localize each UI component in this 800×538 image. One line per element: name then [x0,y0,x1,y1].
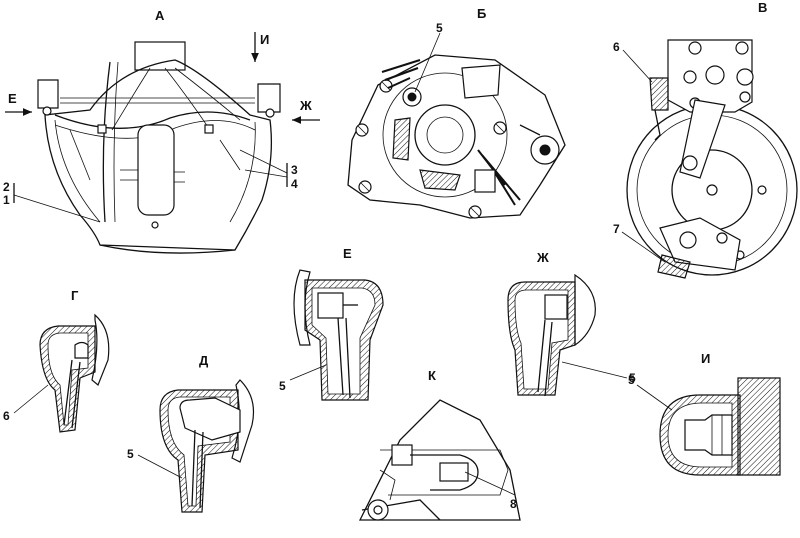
callout-3: 3 [291,163,298,177]
view-label-k: К [428,368,436,383]
arrow-label-i: И [260,32,269,47]
view-label-a: А [155,8,165,23]
callout-8: 8 [510,497,517,511]
callout-6-g: 6 [3,409,10,423]
view-k-detail [358,399,521,521]
view-b-generator [347,54,566,219]
callout-6-v: 6 [613,40,620,54]
view-label-d: Д [199,353,209,368]
view-label-e: Е [343,246,352,261]
callout-5-e: 5 [279,379,286,393]
callout-2: 2 [3,180,10,194]
view-label-b: Б [477,6,486,21]
view-a-harness [37,41,281,254]
callout-5-i: 5 [628,373,635,387]
view-g-boot [39,313,110,433]
view-zh-boot [507,273,596,397]
callout-5-zh: 5 [629,371,636,385]
view-label-i: И [701,351,710,366]
callout-4: 4 [291,177,298,191]
callout-5-d: 5 [127,447,134,461]
view-e-boot [293,269,384,401]
arrow-label-e: Е [8,91,17,106]
callout-7: 7 [613,222,620,236]
view-label-v: В [758,0,767,15]
view-label-g: Г [71,288,79,303]
view-label-zh: Ж [536,250,549,265]
view-v-pulley [626,39,798,279]
callout-1: 1 [3,193,10,207]
callout-5-b: 5 [436,21,443,35]
arrow-label-zh: Ж [299,98,312,113]
view-d-boot [159,379,255,513]
view-i-cap [659,377,781,476]
